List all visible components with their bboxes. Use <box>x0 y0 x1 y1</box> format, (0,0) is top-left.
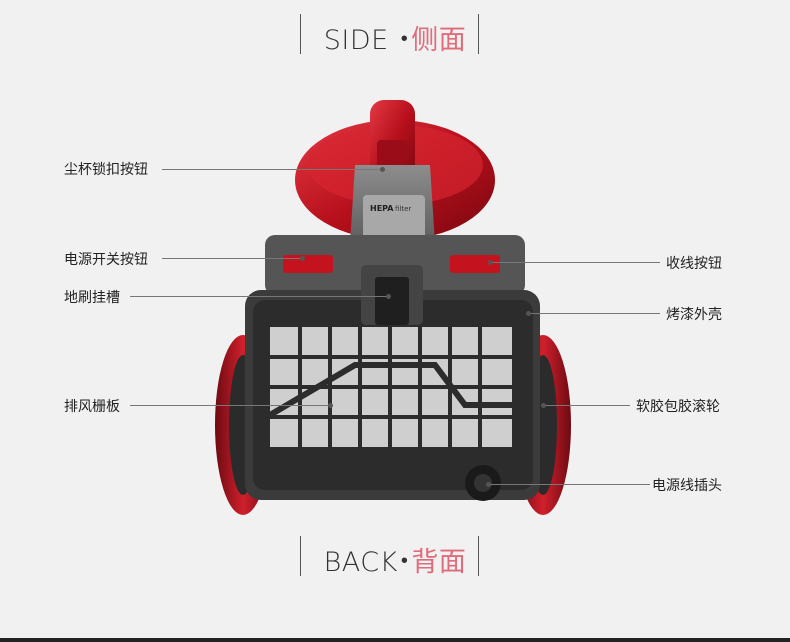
label-dust-cup-lock-button: 尘杯锁扣按钮 <box>64 162 148 178</box>
leader-dot-exhaust-grille <box>328 403 333 408</box>
leader-dot-power-switch <box>300 256 305 261</box>
heading-divider-right <box>478 14 479 54</box>
leader-cord-rewind <box>492 262 660 263</box>
leader-dot-painted-shell <box>526 311 531 316</box>
label-cord-rewind-button: 收线按钮 <box>666 256 722 272</box>
label-painted-shell: 烤漆外壳 <box>666 307 722 323</box>
heading-divider-left <box>300 14 301 54</box>
leader-dust-cup-lock <box>162 169 382 170</box>
back-heading-en: BACK <box>323 547 398 578</box>
leader-dot-dust-cup-lock <box>380 167 385 172</box>
back-divider-right <box>478 536 479 576</box>
leader-power-plug <box>490 484 650 485</box>
heading-bullet: • <box>400 26 409 50</box>
hepa-badge-sub: filter <box>395 205 411 213</box>
label-rubber-wheel: 软胶包胶滚轮 <box>636 399 720 415</box>
leader-painted-shell <box>530 313 660 314</box>
bottom-border <box>0 638 790 642</box>
back-divider-left <box>300 536 301 576</box>
leader-dot-power-plug <box>486 482 491 487</box>
leader-rubber-wheel <box>545 405 630 406</box>
side-heading-en: SIDE <box>323 25 389 56</box>
hepa-badge: HEPA <box>370 204 394 213</box>
back-heading-zh: 背面 <box>411 547 467 578</box>
leader-dot-rubber-wheel <box>541 403 546 408</box>
vacuum-cleaner-image: HEPA filter <box>215 100 571 515</box>
label-power-switch-button: 电源开关按钮 <box>64 252 148 268</box>
leader-power-switch <box>162 258 302 259</box>
back-heading: BACK•背面 <box>0 540 790 579</box>
side-heading-zh: 侧面 <box>411 25 467 56</box>
heading-bullet-2: • <box>400 548 409 572</box>
leader-dot-cord-rewind <box>488 260 493 265</box>
leader-dot-brush-holder <box>386 294 391 299</box>
label-exhaust-grille: 排风栅板 <box>64 399 120 415</box>
label-power-plug: 电源线插头 <box>652 478 722 494</box>
leader-exhaust-grille <box>130 405 330 406</box>
label-brush-holder-slot: 地刷挂槽 <box>64 290 120 306</box>
side-heading: SIDE •侧面 <box>0 18 790 57</box>
leader-brush-holder <box>130 296 388 297</box>
